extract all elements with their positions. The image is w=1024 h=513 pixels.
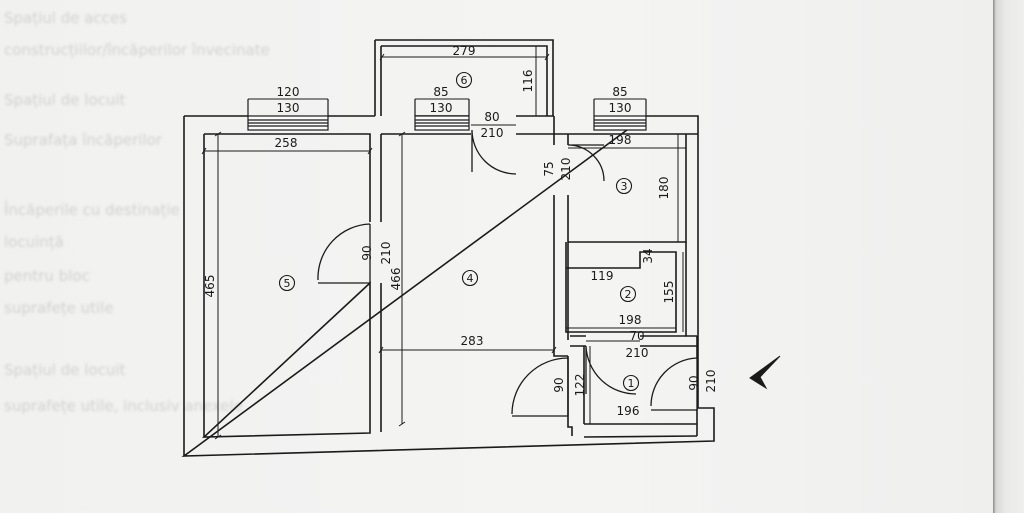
dimline-balcony-width <box>379 53 550 61</box>
room6-marker <box>455 71 473 89</box>
label-room3-door-height: 210 <box>559 158 573 181</box>
label-room2-step: 34 <box>641 248 655 263</box>
label-room3-door-width: 75 <box>542 161 556 176</box>
hall-door <box>511 357 569 417</box>
label-hall-width: 196 <box>617 404 640 418</box>
room1-id: 1 <box>628 377 635 390</box>
label-window-left-top: 120 <box>277 85 300 99</box>
entrance-arrow-icon <box>749 355 781 390</box>
label-room5-width: 258 <box>275 136 298 150</box>
label-room4-width: 283 <box>461 334 484 348</box>
room3-marker <box>615 177 633 195</box>
room5-outline <box>201 133 371 438</box>
bg-line-3: Spațiul de locuit <box>4 91 126 109</box>
room4-marker <box>461 269 479 287</box>
label-room3-length: 180 <box>657 177 671 200</box>
label-window-mid-bottom: 130 <box>430 101 453 115</box>
dimline-room5-length <box>214 131 222 440</box>
label-hall-door-width: 90 <box>552 377 566 392</box>
corridor-walls <box>554 133 698 243</box>
dimline-room5-width <box>201 147 373 155</box>
label-room4-length: 466 <box>389 268 403 291</box>
hall-outline <box>567 346 698 438</box>
entrance-door <box>650 357 698 411</box>
bg-line-6: Încăperile cu destinație <box>4 201 180 219</box>
room2-door <box>585 345 637 395</box>
bg-line-7: locuință <box>4 233 64 251</box>
room2-marker <box>619 285 637 303</box>
bg-line-4: Suprafața încăperilor <box>4 131 162 149</box>
label-balcony-width: 279 <box>453 44 476 58</box>
room5-marker <box>278 274 296 292</box>
bg-line-11: Spațiul de locuit <box>4 361 126 379</box>
label-entrance-door-width: 90 <box>687 375 701 390</box>
label-room5-length: 465 <box>203 275 217 298</box>
bg-line-0: Spațiul de acces <box>4 9 127 27</box>
window-left <box>247 99 329 131</box>
room3-door <box>567 144 605 182</box>
label-window-right-bottom: 130 <box>609 101 632 115</box>
label-room2-length: 155 <box>662 281 676 304</box>
bg-line-8: pentru bloc <box>4 267 90 285</box>
room2-id: 2 <box>625 288 632 301</box>
label-room2-width-top: 119 <box>591 269 614 283</box>
label-hall-length: 122 <box>573 374 587 397</box>
window-middle <box>414 99 470 131</box>
dimline-room4-width <box>378 346 557 354</box>
label-balcony-depth: 116 <box>521 70 535 93</box>
window-right <box>593 99 647 131</box>
label-entrance-door-height: 210 <box>704 370 718 393</box>
balcony-outline <box>374 39 554 116</box>
label-room2-door-width: 70 <box>629 329 644 343</box>
bg-line-9: suprafețe utile <box>4 299 114 317</box>
room1-marker <box>622 374 640 392</box>
label-balcony-door-width: 80 <box>484 110 499 124</box>
label-window-mid-top: 85 <box>433 85 448 99</box>
label-room2-door-height: 210 <box>626 346 649 360</box>
label-room2-width: 198 <box>619 313 642 327</box>
dimline-room4-length <box>398 131 406 427</box>
top-inner-wall <box>203 133 554 437</box>
label-room3-width: 198 <box>609 133 632 147</box>
room5-id: 5 <box>284 277 291 290</box>
page-edge <box>993 0 1024 513</box>
bg-line-1: construcțiilor/încăperilor învecinate <box>4 41 270 59</box>
label-room5-door-width: 90 <box>360 245 374 260</box>
document-page <box>0 0 994 513</box>
balcony-door <box>471 129 517 175</box>
label-balcony-door-height: 210 <box>481 126 504 140</box>
room6-id: 6 <box>461 74 468 87</box>
room4-id: 4 <box>467 272 474 285</box>
label-window-right-top: 85 <box>612 85 627 99</box>
room2-bottom-wall <box>570 335 697 347</box>
room5-door <box>317 223 371 284</box>
room3-id: 3 <box>621 180 628 193</box>
label-window-left-bottom: 130 <box>277 101 300 115</box>
label-room5-door-height: 210 <box>379 242 393 265</box>
